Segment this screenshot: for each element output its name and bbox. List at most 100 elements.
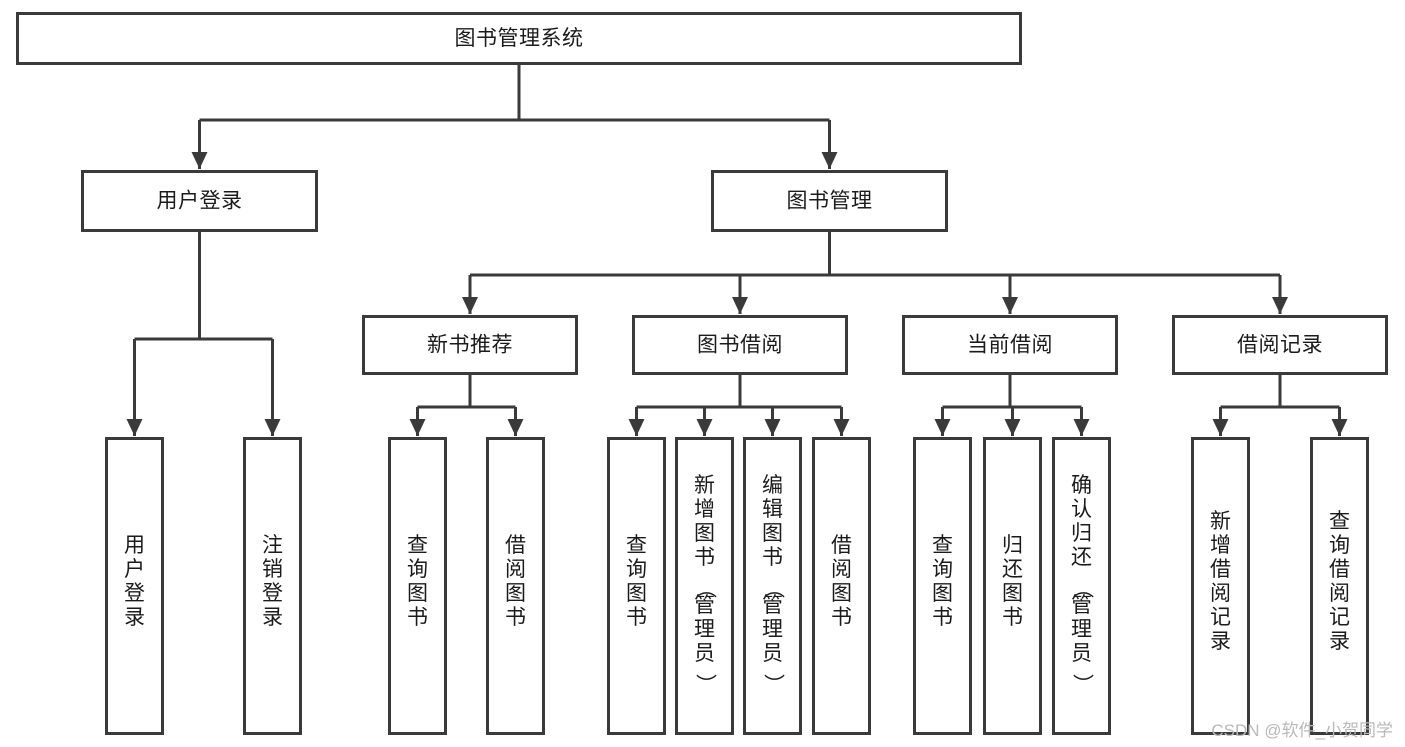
arrow-head (264, 419, 281, 436)
node-label: 新书推荐 (427, 334, 513, 357)
node-root[interactable]: 图书管理系统 (16, 12, 1022, 65)
node-label-char: 书 (407, 606, 428, 629)
node-label-char: 新 (1210, 510, 1231, 533)
node-borrow-record[interactable]: 借阅记录 (1172, 315, 1388, 375)
node-label-char: 户 (124, 558, 145, 581)
node-label-char: 图 (762, 522, 783, 545)
node-label-char: 员 (694, 642, 715, 665)
node-label-char: 新 (694, 474, 715, 497)
node-label-char: 还 (1002, 558, 1023, 581)
node-label-char: ） (1071, 674, 1094, 695)
node-label: 当前借阅 (967, 334, 1053, 357)
node-label-char: 录 (1329, 630, 1350, 653)
node-label-char: 增 (1210, 534, 1231, 557)
node-label: 借阅记录 (1237, 334, 1323, 357)
arrow-head (833, 419, 850, 436)
node-new-book-rec[interactable]: 新书推荐 (362, 315, 578, 375)
arrow-head (764, 419, 781, 436)
node-label-char: 查 (1329, 510, 1350, 533)
edge-group-root (191, 65, 838, 169)
node-label-char: 图 (932, 582, 953, 605)
node-label-char: 询 (932, 558, 953, 581)
node-label-char: 增 (694, 498, 715, 521)
node-label: 图书管理 (787, 190, 873, 213)
node-label-char: （ (694, 578, 717, 599)
node-label-char: 书 (626, 606, 647, 629)
node-label-char: 管 (694, 594, 715, 617)
node-label-char: 理 (694, 618, 715, 641)
node-label-char: 书 (831, 606, 852, 629)
arrow-head (126, 419, 143, 436)
node-label-char: 认 (1071, 498, 1092, 521)
node-label-char: 询 (626, 558, 647, 581)
node-label: 用户登录 (157, 190, 243, 213)
node-label-char: 查 (626, 534, 647, 557)
node-book-borrow[interactable]: 图书借阅 (632, 315, 848, 375)
node-label-char: 理 (762, 618, 783, 641)
node-label-char: 录 (262, 606, 283, 629)
node-label-char: 阅 (1329, 582, 1350, 605)
node-leaf-user-login[interactable]: 用户登录 (105, 437, 164, 735)
node-label-char: 归 (1071, 522, 1092, 545)
node-label-char: （ (762, 578, 785, 599)
node-label-char: 阅 (831, 558, 852, 581)
node-label-char: 图 (831, 582, 852, 605)
node-label-char: 确 (1071, 474, 1092, 497)
node-label-char: 图 (626, 582, 647, 605)
node-label-char: 用 (124, 534, 145, 557)
node-label-char: 书 (932, 606, 953, 629)
node-label-char: 编 (762, 474, 783, 497)
edge-group-borrow-record (1212, 375, 1348, 436)
node-label-char: 阅 (1210, 582, 1231, 605)
node-current-borrow[interactable]: 当前借阅 (902, 315, 1118, 375)
node-book-manage[interactable]: 图书管理 (711, 170, 948, 232)
arrow-head (1002, 297, 1018, 314)
arrow-head (934, 419, 951, 436)
node-label-char: 管 (762, 594, 783, 617)
node-label-char: 归 (1002, 534, 1023, 557)
node-label-char: ） (762, 674, 785, 695)
edge-layer (126, 65, 1348, 436)
node-label-char: 图 (694, 522, 715, 545)
node-label-char: 员 (762, 642, 783, 665)
node-label-char: 录 (1210, 630, 1231, 653)
arrow-head (732, 297, 748, 314)
node-label-char: 借 (1210, 558, 1231, 581)
arrow-head (1212, 419, 1229, 436)
node-label-char: 图 (1002, 582, 1023, 605)
arrow-head (1272, 297, 1288, 314)
node-label-char: 销 (262, 558, 283, 581)
node-layer: 图书管理系统用户登录图书管理新书推荐图书借阅当前借阅借阅记录用户登录注销登录查询… (16, 12, 1388, 735)
node-label-char: ） (694, 674, 717, 695)
arrow-head (1004, 419, 1021, 436)
node-label-char: 询 (407, 558, 428, 581)
node-label-char: 查 (407, 534, 428, 557)
node-label-char: 登 (262, 582, 283, 605)
node-label-char: （ (1071, 578, 1094, 599)
arrow-head (628, 419, 645, 436)
arrow-head (462, 297, 478, 314)
edge-group-new-book-rec (409, 375, 524, 436)
node-user-login[interactable]: 用户登录 (81, 170, 318, 232)
node-label-char: 借 (831, 534, 852, 557)
edge-group-current-borrow (934, 375, 1090, 436)
node-label: 图书管理系统 (455, 27, 584, 50)
arrow-head (1073, 419, 1090, 436)
node-label-char: 借 (1329, 558, 1350, 581)
arrow-head (409, 419, 426, 436)
node-label-char: 阅 (505, 558, 526, 581)
arrow-head (1331, 419, 1348, 436)
